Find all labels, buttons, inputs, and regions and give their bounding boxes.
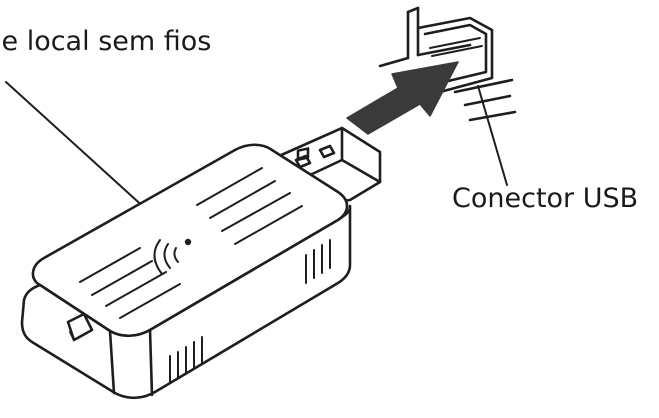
wireless-lan-module [20,143,352,400]
leader-line-wireless [5,81,148,211]
wifi-icon [153,238,192,275]
usb-port [378,6,517,122]
usb-connector-label: Conector USB [452,183,639,214]
leader-line-usb [477,85,508,186]
insert-arrow-icon [346,61,459,135]
wireless-module-label: le local sem fios [0,26,212,57]
